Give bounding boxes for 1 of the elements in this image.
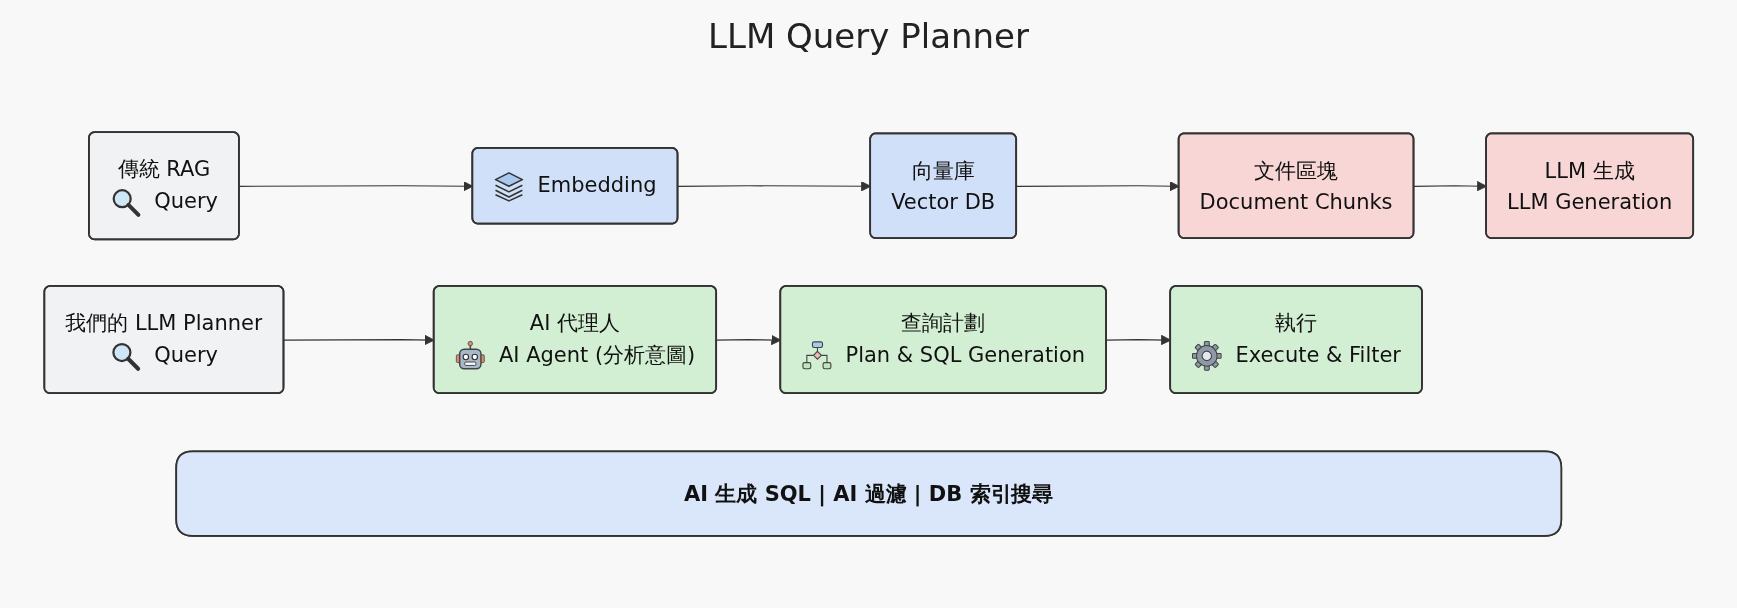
diagram-title: LLM Query Planner — [708, 16, 1029, 56]
